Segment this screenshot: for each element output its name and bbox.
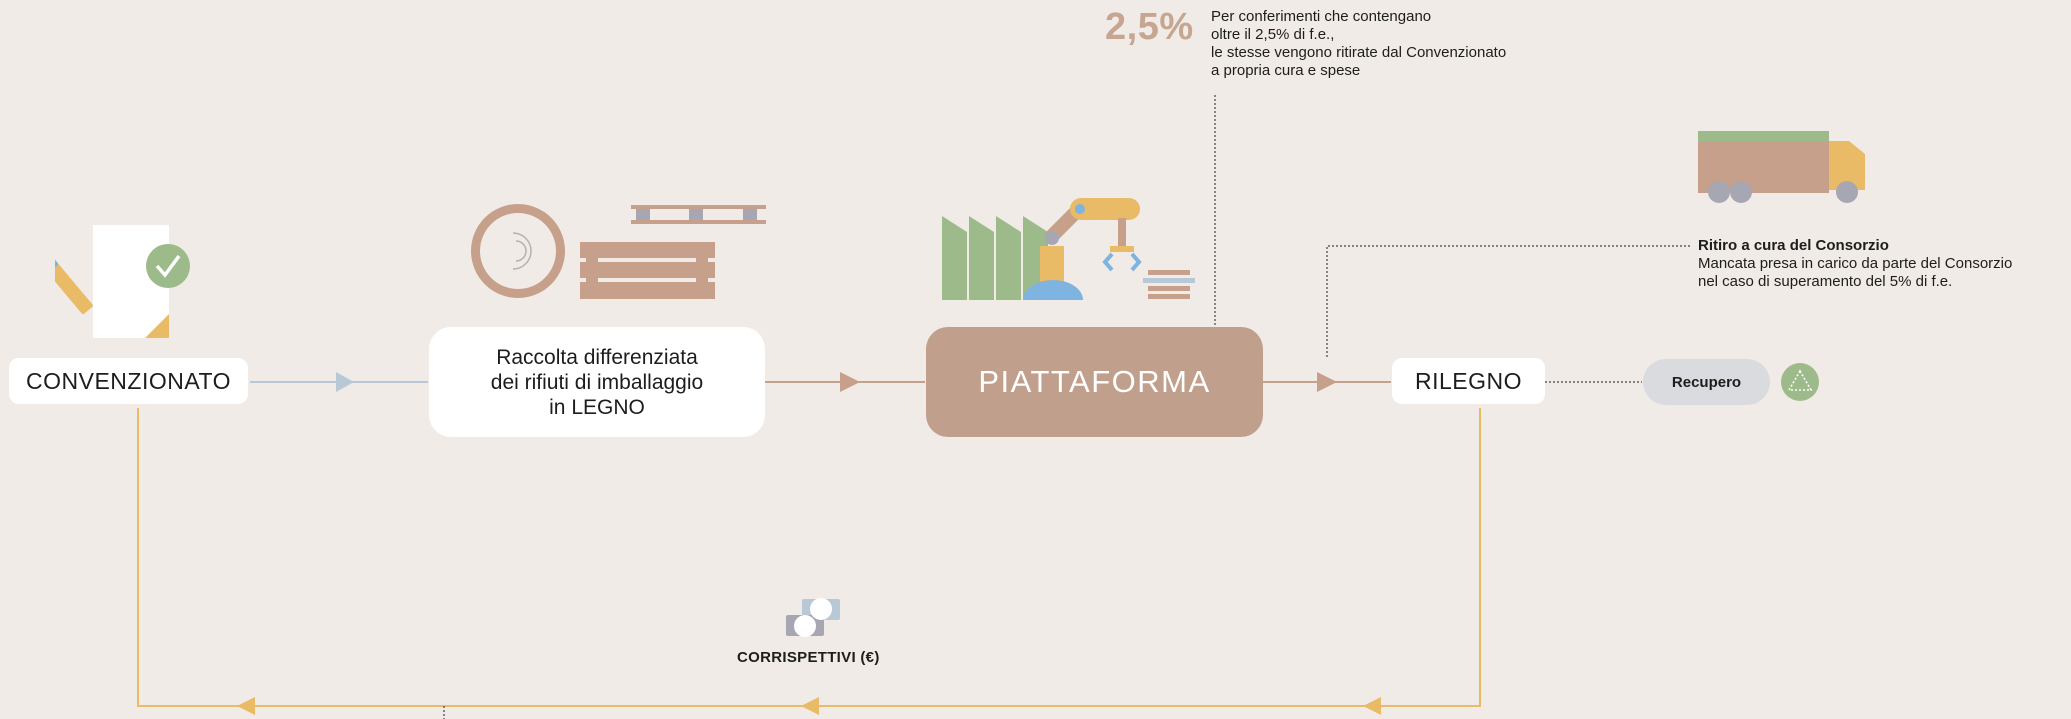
document-check-icon bbox=[55, 225, 190, 338]
node-recupero: Recupero bbox=[1643, 359, 1770, 405]
node-rilegno: RILEGNO bbox=[1392, 358, 1545, 404]
robot-arm-factory-icon bbox=[942, 198, 1195, 300]
node-raccolta-label: Raccolta differenziata dei rifiuti di im… bbox=[490, 345, 704, 419]
money-exchange-icon bbox=[786, 598, 840, 637]
wood-log-icon bbox=[471, 204, 565, 298]
corrispettivi-label: CORRISPETTIVI (€) bbox=[737, 649, 880, 666]
node-piattaforma-label: PIATTAFORMA bbox=[978, 364, 1211, 399]
truck-icon bbox=[1698, 131, 1865, 203]
node-raccolta: Raccolta differenziata dei rifiuti di im… bbox=[429, 327, 765, 437]
node-convenzionato-label: CONVENZIONATO bbox=[26, 367, 231, 394]
recycle-icon bbox=[1781, 363, 1819, 401]
node-piattaforma: PIATTAFORMA bbox=[926, 327, 1263, 437]
ritiro-title: Ritiro a cura del Consorzio bbox=[1698, 237, 1889, 254]
pallet-icon bbox=[580, 205, 766, 299]
node-rilegno-label: RILEGNO bbox=[1414, 367, 1523, 394]
percent-note: Per conferimenti che contengano oltre il… bbox=[1211, 8, 1507, 79]
ritiro-note: Ritiro a cura del Consorzio Mancata pres… bbox=[1698, 219, 2070, 309]
node-convenzionato: CONVENZIONATO bbox=[9, 358, 248, 404]
percent-label: 2,5% bbox=[1105, 6, 1194, 48]
ritiro-text: Mancata presa in carico da parte del Con… bbox=[1698, 255, 2013, 290]
node-recupero-label: Recupero bbox=[1671, 373, 1742, 391]
